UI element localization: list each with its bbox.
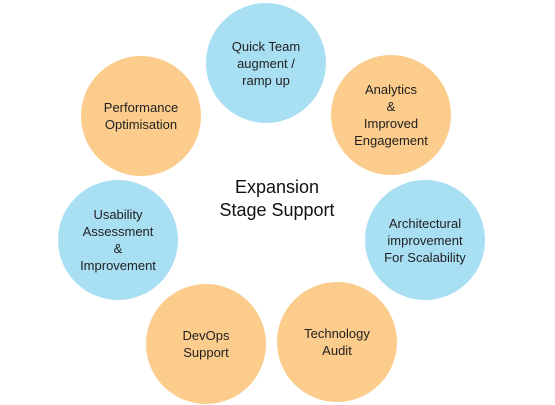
node-performance-optimisation: Performance Optimisation [81, 56, 201, 176]
node-label: Performance Optimisation [103, 100, 179, 132]
node-label: Technology Audit [304, 326, 370, 358]
node-technology-audit: Technology Audit [277, 282, 397, 402]
node-quick-team: Quick Team augment / ramp up [206, 3, 326, 123]
node-devops-support: DevOps Support [146, 284, 266, 404]
diagram-center-title: Expansion Stage Support [219, 177, 335, 220]
node-label: Quick Team augment / ramp up [231, 38, 301, 88]
node-analytics-engagement: Analytics & Improved Engagement [331, 55, 451, 175]
node-label: Architectural improvement For Scalabilit… [384, 215, 466, 265]
node-label: DevOps Support [182, 328, 230, 360]
node-usability-assessment: Usability Assessment & Improvement [58, 180, 178, 300]
node-label: Usability Assessment & Improvement [80, 207, 156, 273]
node-architectural-improvement: Architectural improvement For Scalabilit… [365, 180, 485, 300]
node-label: Analytics & Improved Engagement [354, 82, 428, 148]
